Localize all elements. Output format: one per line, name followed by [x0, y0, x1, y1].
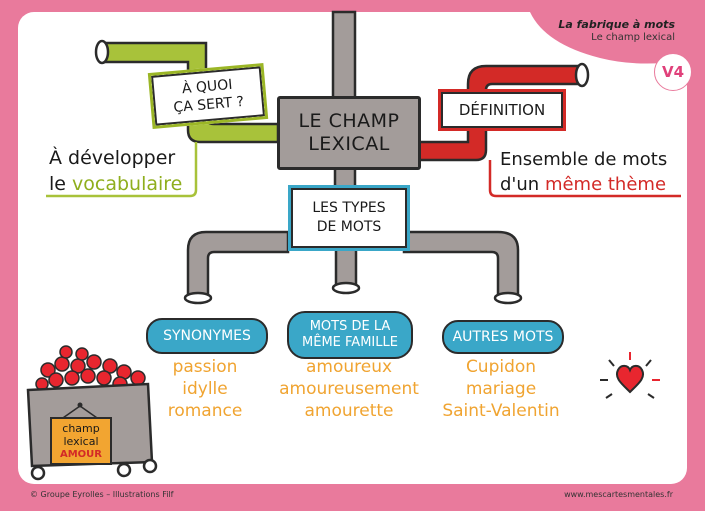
- purpose-answer-highlight: vocabulaire: [72, 173, 183, 195]
- red-pipe-end: [574, 62, 590, 88]
- list-item: passion: [172, 357, 238, 377]
- branch-left: [186, 230, 290, 298]
- branch-middle: [334, 243, 358, 287]
- purpose-box: À QUOI ÇA SERT ?: [147, 63, 269, 129]
- series-title: La fabrique à mots: [558, 18, 675, 31]
- branch-right-end: [493, 291, 523, 305]
- definition-label: DÉFINITION: [458, 101, 546, 119]
- card-badge: V4: [654, 53, 692, 91]
- list-item: amourette: [304, 401, 394, 421]
- definition-text-line2: d'un même thème: [500, 172, 667, 197]
- cart-sign-line3: AMOUR: [59, 448, 102, 460]
- branch-middle-end: [331, 281, 361, 295]
- purpose-answer-line2: le vocabulaire: [49, 171, 182, 197]
- red-pipe: [415, 64, 582, 162]
- types-box: LES TYPES DE MOTS: [288, 185, 410, 251]
- category-synonymes: SYNONYMES: [146, 318, 268, 354]
- list-item: Cupidon: [465, 357, 537, 377]
- word-list-meme-famille: amoureux amoureusement amourette: [270, 356, 428, 422]
- types-line2: DE MOTS: [316, 219, 382, 235]
- top-pipe: [331, 10, 357, 100]
- purpose-answer-line1: À développer: [49, 147, 176, 169]
- list-item: Saint-Valentin: [442, 401, 560, 421]
- category-label-line1: MOTS DE LA: [309, 319, 391, 334]
- category-label: AUTRES MOTS: [452, 329, 554, 345]
- purpose-answer-prefix: le: [49, 173, 66, 195]
- list-item: amoureusement: [279, 379, 419, 399]
- red-bracket: [488, 160, 681, 198]
- definition-text-line1: Ensemble de mots: [500, 149, 668, 170]
- category-meme-famille: MOTS DE LA MÊME FAMILLE: [287, 311, 413, 359]
- footer-copyright: © Groupe Eyrolles – Illustrations Filf: [30, 490, 174, 499]
- central-topic: LE CHAMP LEXICAL: [277, 96, 421, 170]
- word-list-synonymes: passion idylle romance: [146, 356, 264, 422]
- category-label: SYNONYMES: [163, 328, 251, 344]
- green-bracket: [46, 142, 198, 198]
- list-item: romance: [167, 401, 243, 421]
- category-label-line2: MÊME FAMILLE: [302, 335, 398, 350]
- cart-sign-line2: lexical: [63, 434, 99, 448]
- definition-box: DÉFINITION: [438, 89, 566, 131]
- card-subtitle: Le champ lexical: [591, 32, 675, 43]
- types-line1: LES TYPES: [312, 200, 386, 216]
- heart-icon: [600, 352, 660, 399]
- list-item: mariage: [465, 379, 537, 399]
- branch-right: [402, 230, 520, 298]
- central-topic-line2: LEXICAL: [308, 133, 390, 155]
- purpose-answer: À développer le vocabulaire: [49, 145, 182, 197]
- cart-sign: champ lexical AMOUR: [50, 417, 112, 465]
- corner-tab: [530, 12, 687, 64]
- green-pipe-end: [94, 39, 110, 65]
- word-list-autres-mots: Cupidon mariage Saint-Valentin: [430, 356, 572, 422]
- cart-sign-line1: champ: [62, 421, 100, 435]
- definition-text: Ensemble de mots d'un même thème: [500, 147, 667, 197]
- category-autres-mots: AUTRES MOTS: [442, 320, 564, 354]
- list-item: idylle: [182, 379, 228, 399]
- footer-website: www.mescartesmentales.fr: [564, 490, 673, 499]
- definition-text-highlight: même thème: [544, 174, 667, 197]
- branch-left-end: [183, 291, 213, 305]
- definition-text-prefix: d'un: [500, 174, 540, 195]
- list-item: amoureux: [305, 357, 393, 377]
- central-topic-line1: LE CHAMP: [298, 110, 400, 132]
